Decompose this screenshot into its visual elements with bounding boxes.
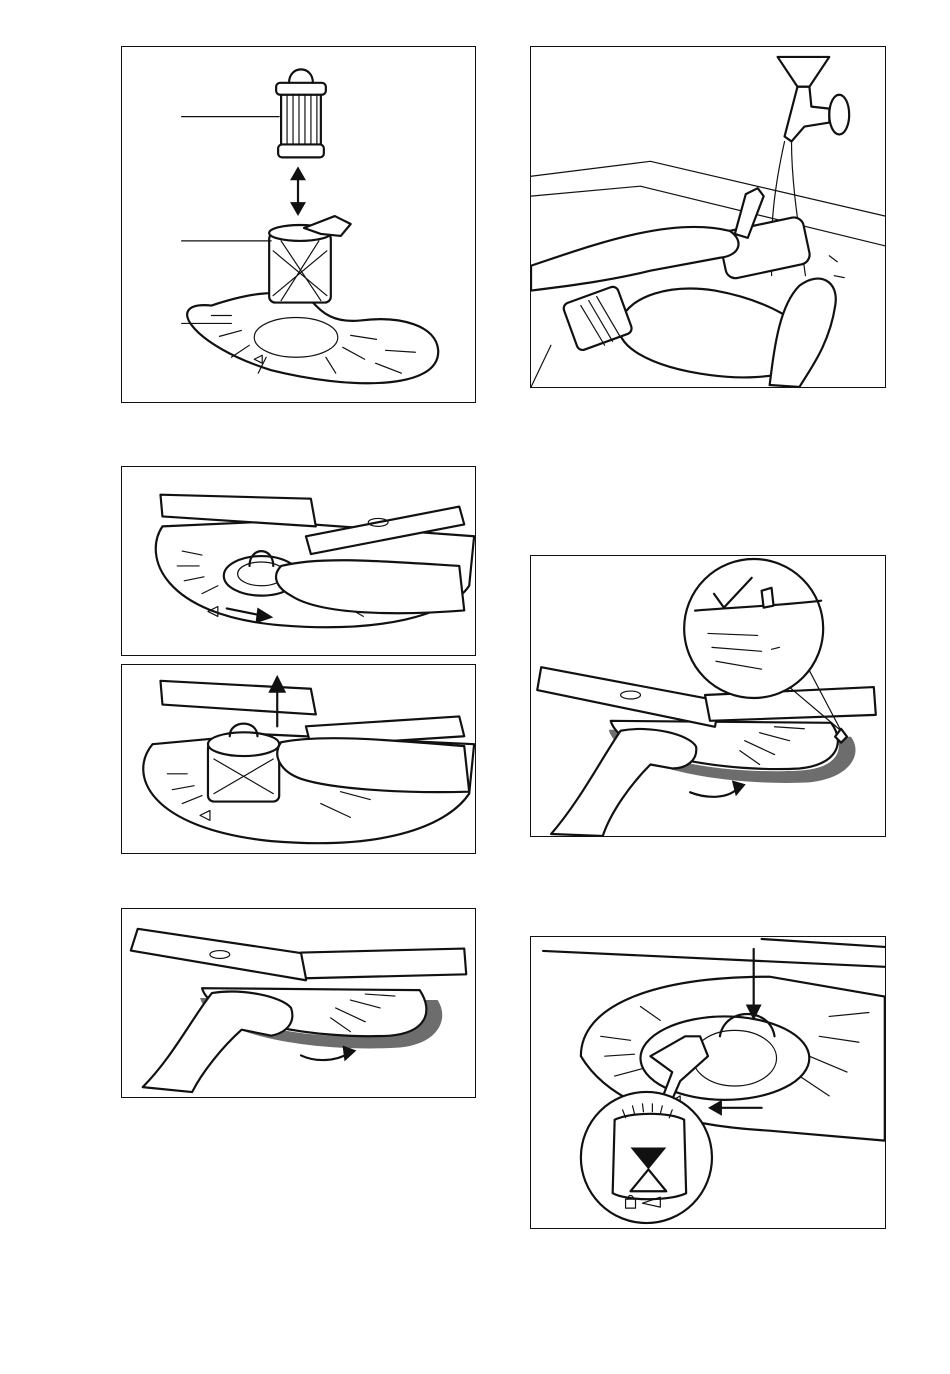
remove-flat-filter-illustration xyxy=(122,909,475,1097)
filter-assembly-illustration xyxy=(122,47,475,402)
fine-filter-handle xyxy=(289,69,313,82)
lock-filter-illustration xyxy=(531,937,885,1228)
tap-wall-mount xyxy=(829,95,849,135)
arrow-icon xyxy=(301,1046,356,1062)
install-flat-filter-illustration xyxy=(531,556,885,836)
spray-arm-lower xyxy=(160,681,315,715)
right-hand xyxy=(770,279,836,387)
fine-filter-top-ring xyxy=(276,83,326,95)
left-hand xyxy=(531,227,739,291)
hand xyxy=(143,992,293,1092)
spray-arm-upper xyxy=(301,949,466,979)
panel-remove-flat-filter xyxy=(121,908,476,1098)
spray-arm-lower xyxy=(537,667,720,727)
hand xyxy=(551,729,696,836)
coarse-filter-rim xyxy=(208,732,279,756)
tap-handle xyxy=(778,57,830,87)
coarse-filter-body xyxy=(269,233,331,303)
spray-arm-lower xyxy=(160,495,315,527)
panel-filter-assembly xyxy=(121,46,476,403)
fine-filter-in-sink xyxy=(562,285,633,351)
arrow-icon xyxy=(690,780,746,796)
sink-edge xyxy=(531,161,885,216)
spray-arm-lower xyxy=(131,929,311,980)
cabinet-edge-top xyxy=(543,951,885,967)
panel-lock-filter xyxy=(530,936,886,1229)
panel-install-flat-filter xyxy=(530,555,886,837)
cabinet-edge-top-2 xyxy=(762,939,885,947)
zoom-detail-circle xyxy=(684,559,823,698)
turn-filter-illustration xyxy=(122,467,475,655)
fine-filter-bottom-ring xyxy=(278,144,324,157)
sink-basin-left xyxy=(531,345,551,387)
panel-lift-filter xyxy=(121,664,476,854)
double-arrow-icon xyxy=(290,166,306,216)
locking-tab xyxy=(762,588,774,608)
rinse-filters-illustration xyxy=(531,47,885,387)
flat-filter-plate xyxy=(187,293,438,383)
panel-rinse-filters xyxy=(530,46,886,388)
lift-filter-illustration xyxy=(122,665,475,853)
tap-body xyxy=(785,87,830,142)
panel-turn-filter xyxy=(121,466,476,656)
